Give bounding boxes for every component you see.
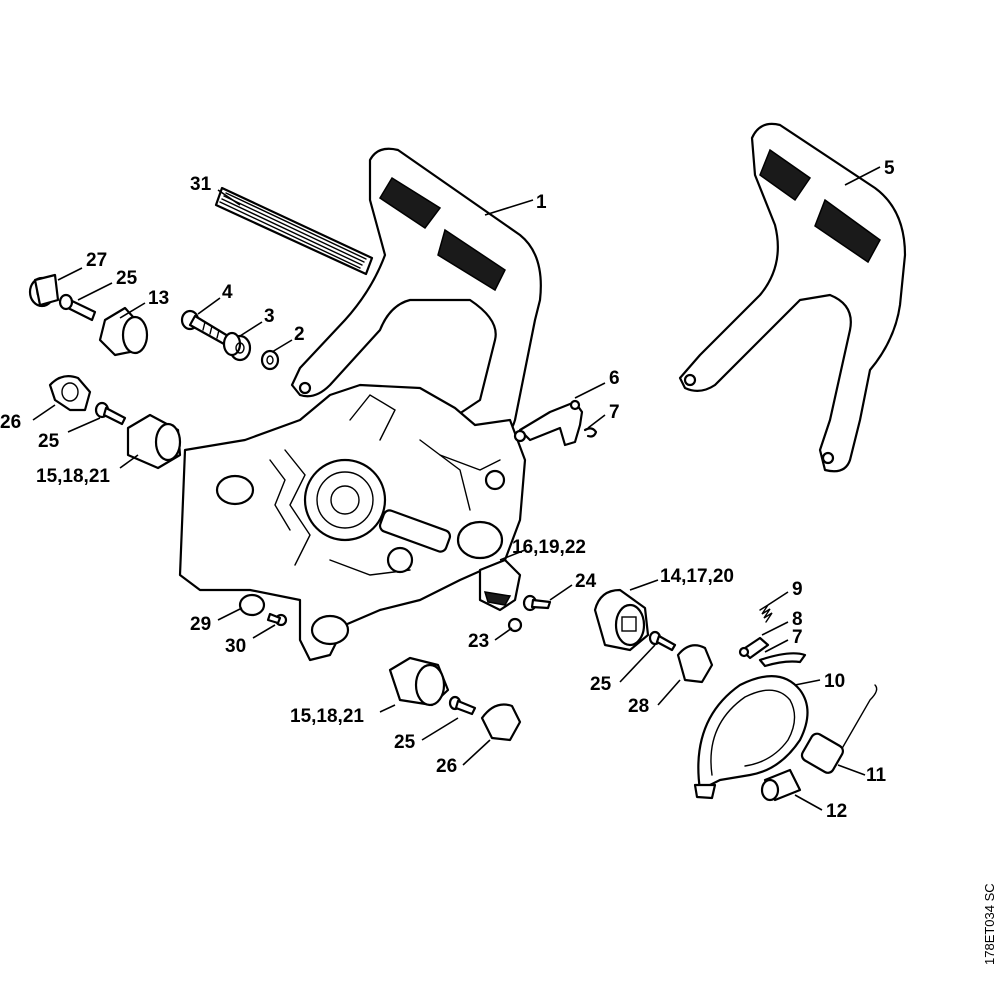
screw-4 bbox=[180, 309, 230, 346]
callout-15-bottom: 15,18,21 bbox=[290, 706, 364, 727]
callout-27: 27 bbox=[86, 250, 107, 271]
callout-8: 8 bbox=[792, 609, 803, 630]
annular-buffer-14 bbox=[593, 588, 650, 652]
callout-26-bottom: 26 bbox=[436, 756, 457, 777]
screw-25-top bbox=[58, 293, 97, 322]
plug-26-bottom bbox=[480, 703, 522, 742]
rear-hand-guard bbox=[678, 122, 907, 473]
screw-25-bottom bbox=[448, 695, 477, 716]
callout-1: 1 bbox=[536, 192, 547, 213]
callout-30: 30 bbox=[225, 636, 246, 657]
clip-7-top bbox=[583, 427, 598, 438]
clip-7-bottom bbox=[758, 652, 807, 668]
callout-7-top: 7 bbox=[609, 402, 620, 423]
callout-6: 6 bbox=[609, 368, 620, 389]
leader-lines bbox=[32, 166, 881, 811]
bracket-16 bbox=[478, 558, 522, 612]
callout-25-bottom: 25 bbox=[394, 732, 416, 753]
callout-10: 10 bbox=[824, 671, 845, 692]
callout-29: 29 bbox=[190, 614, 211, 635]
callout-28: 28 bbox=[628, 696, 649, 717]
callout-25-left: 25 bbox=[38, 431, 60, 452]
engine-housing bbox=[178, 383, 527, 662]
callout-31: 31 bbox=[190, 174, 212, 195]
callout-11: 11 bbox=[866, 765, 887, 786]
annular-buffer-15-bottom bbox=[388, 656, 450, 707]
sleeve-12 bbox=[760, 768, 802, 802]
link-8 bbox=[738, 636, 770, 660]
plug-28 bbox=[676, 644, 714, 684]
spring-9 bbox=[759, 604, 773, 623]
callout-15-left: 15,18,21 bbox=[36, 466, 110, 487]
callout-26-left: 26 bbox=[0, 412, 21, 433]
callout-2: 2 bbox=[294, 324, 305, 345]
callout-13: 13 bbox=[148, 288, 169, 309]
brake-band-10 bbox=[693, 675, 809, 800]
lever-6 bbox=[513, 399, 584, 447]
callout-3: 3 bbox=[264, 306, 275, 327]
stop-buffer-27 bbox=[28, 273, 60, 308]
callout-7-bottom: 7 bbox=[792, 627, 803, 648]
screw-24 bbox=[522, 594, 552, 612]
front-handle bbox=[290, 147, 542, 452]
callout-25-right: 25 bbox=[590, 674, 612, 695]
callout-23: 23 bbox=[468, 631, 489, 652]
screw-25-right bbox=[648, 630, 677, 652]
callout-12: 12 bbox=[826, 801, 847, 822]
callout-4: 4 bbox=[222, 282, 233, 303]
callout-14: 14,17,20 bbox=[660, 566, 734, 587]
screw-25-left bbox=[94, 401, 127, 426]
annular-buffer-13 bbox=[98, 306, 149, 357]
callout-24: 24 bbox=[575, 571, 597, 592]
callout-labels: 1 5 31 27 25 13 4 3 2 6 7 26 25 15,18,21… bbox=[0, 158, 895, 822]
annular-buffer-15-left bbox=[126, 413, 182, 470]
callout-9: 9 bbox=[792, 579, 803, 600]
washer-2 bbox=[260, 349, 280, 371]
callout-16: 16,19,22 bbox=[512, 537, 586, 558]
spring-11 bbox=[800, 684, 878, 774]
buffer-29 bbox=[238, 593, 266, 617]
screw-30 bbox=[266, 612, 288, 627]
grille-plate bbox=[214, 186, 374, 276]
callout-5: 5 bbox=[884, 158, 895, 179]
plug-26-left bbox=[48, 375, 92, 412]
spring-3 bbox=[222, 331, 252, 362]
callout-25-top: 25 bbox=[116, 268, 138, 289]
reference-code: 178ET034 SC bbox=[982, 883, 997, 965]
